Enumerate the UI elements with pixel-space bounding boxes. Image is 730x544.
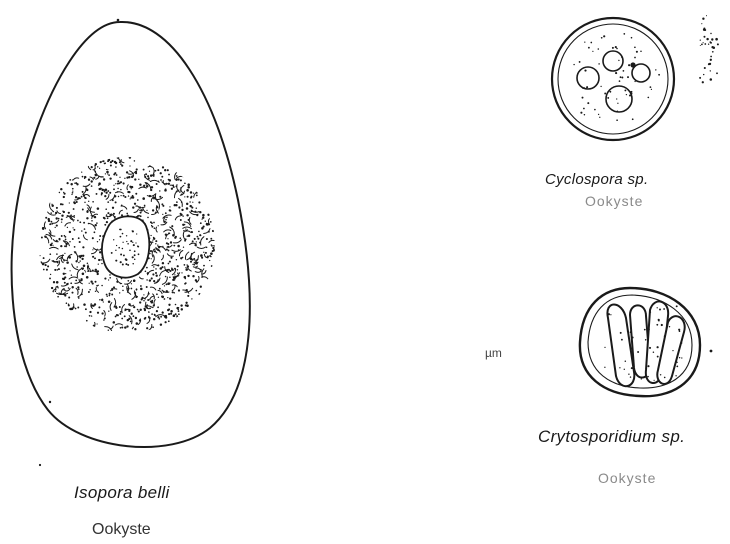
cryptosporidium-stage-label: Ookyste (598, 470, 656, 486)
isospora-species-label: Isopora belli (74, 483, 170, 503)
cyclospora-oocyst-drawing (552, 15, 719, 140)
cyclospora-inner-wall (558, 24, 668, 134)
edge-speckle (699, 15, 719, 83)
cyclospora-outer-wall (552, 18, 674, 140)
stray-dot (710, 350, 713, 353)
stray-dot (49, 401, 51, 403)
isospora-central-body (102, 216, 149, 277)
cyclospora-granule (630, 62, 635, 67)
isospora-oocyst-drawing (12, 19, 250, 466)
cryptosporidium-oocyst-drawing (580, 288, 713, 396)
cyclospora-vacuole (603, 51, 623, 71)
stray-dot (117, 19, 120, 22)
stray-dot (39, 464, 41, 466)
cyclospora-species-label: Cyclospora sp. (545, 171, 648, 188)
isospora-stage-label: Ookyste (92, 521, 151, 539)
cyclospora-vacuole (606, 86, 632, 112)
scale-unit-label: µm (485, 346, 502, 360)
cyclospora-stage-label: Ookyste (585, 193, 643, 209)
cryptosporidium-species-label: Crytosporidium sp. (538, 427, 685, 447)
cyclospora-vacuole (577, 67, 599, 89)
